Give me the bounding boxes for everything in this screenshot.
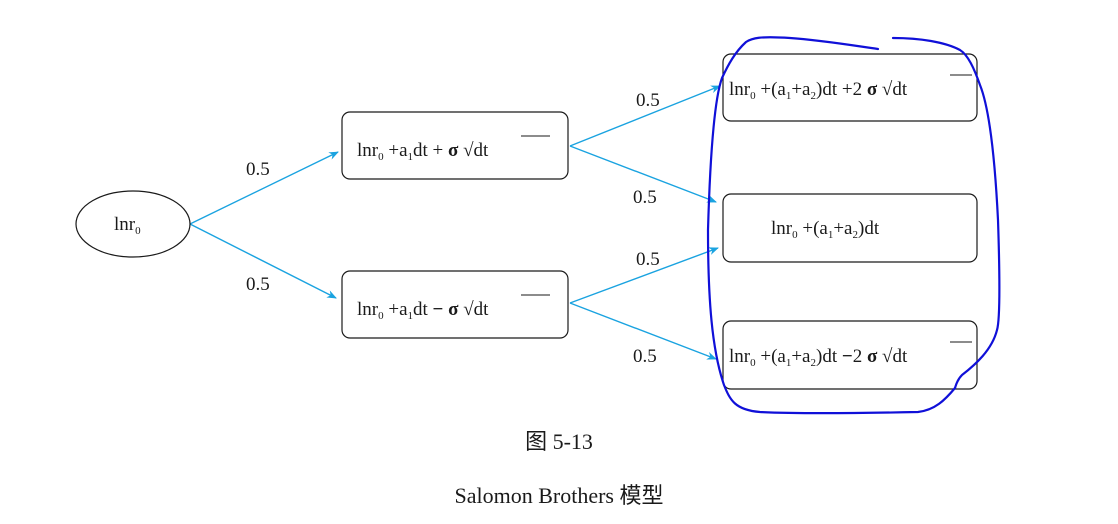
edge-down-downdown xyxy=(569,302,717,360)
figure-title: Salomon Brothers 模型 xyxy=(454,483,664,508)
prob-up-upup: 0.5 xyxy=(636,90,660,111)
node-downdown: lnr0 +(a1+a2)dt −2 σ √dt xyxy=(722,320,978,390)
edge-up-mid xyxy=(569,145,717,203)
root-label: lnr xyxy=(114,214,136,235)
svg-text:lnr0 +(a1+a2)dt −2 σ √dt: lnr0 +(a1+a2)dt −2 σ √dt xyxy=(729,346,908,369)
prob-root-up: 0.5 xyxy=(246,159,270,180)
svg-text:lnr0 +a1dt + σ √dt: lnr0 +a1dt + σ √dt xyxy=(357,140,489,163)
node-upup: lnr0 +(a1+a2)dt +2 σ √dt xyxy=(722,53,978,122)
edge-down-mid xyxy=(569,247,719,304)
node-mid: lnr0 +(a1+a2)dt xyxy=(722,193,978,263)
hand-drawn-annotation xyxy=(706,36,1001,415)
root-node: lnr0 xyxy=(75,190,191,258)
node-up: lnr0 +a1dt + σ √dt xyxy=(341,111,569,180)
prob-root-down: 0.5 xyxy=(246,274,270,295)
svg-text:lnr0: lnr0 xyxy=(114,214,141,237)
probability-labels: 0.5 0.5 0.5 0.5 0.5 0.5 xyxy=(246,90,660,367)
edge-root-up xyxy=(189,151,339,225)
edges xyxy=(189,85,721,360)
annotation-stroke-left xyxy=(706,36,957,415)
prob-down-mid: 0.5 xyxy=(636,249,660,270)
prob-down-downdown: 0.5 xyxy=(633,346,657,367)
svg-text:lnr0 +a1dt − σ √dt: lnr0 +a1dt − σ √dt xyxy=(357,299,489,322)
svg-text:lnr0 +(a1+a2)dt +2 σ √dt: lnr0 +(a1+a2)dt +2 σ √dt xyxy=(729,79,908,102)
node-down: lnr0 +a1dt − σ √dt xyxy=(341,270,569,339)
prob-up-mid: 0.5 xyxy=(633,187,657,208)
svg-text:lnr0 +(a1+a2)dt: lnr0 +(a1+a2)dt xyxy=(771,218,880,241)
figure-number: 图 5-13 xyxy=(525,429,593,454)
edge-root-down xyxy=(189,223,337,299)
annotation-stroke-right xyxy=(891,36,1001,390)
root-label-sub: 0 xyxy=(135,225,141,237)
edge-up-upup xyxy=(569,85,721,147)
